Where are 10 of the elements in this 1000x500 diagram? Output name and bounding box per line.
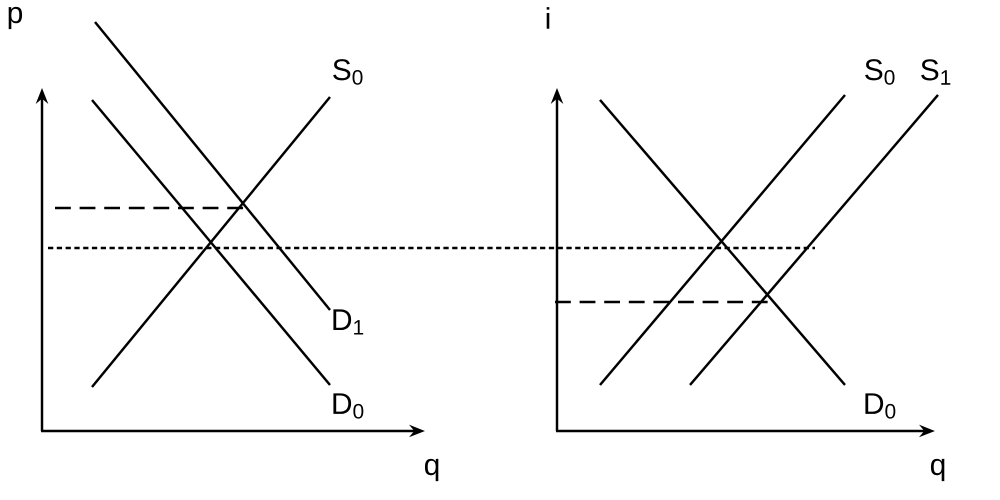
curve-label: D$_{0}$ <box>333 393 364 419</box>
curve-label: D$_{0}$ <box>865 393 896 419</box>
curve-label: S$_{0}$ <box>333 59 363 85</box>
axis-label: p <box>8 6 22 30</box>
axis-label: q <box>424 458 438 482</box>
curve-label: S$_{1}$ <box>921 59 950 85</box>
curve-label: D$_{1}$ <box>333 309 364 335</box>
axis-label: q <box>930 458 944 482</box>
curve-label: S$_{0}$ <box>865 59 895 85</box>
axis-label: i <box>546 7 550 29</box>
